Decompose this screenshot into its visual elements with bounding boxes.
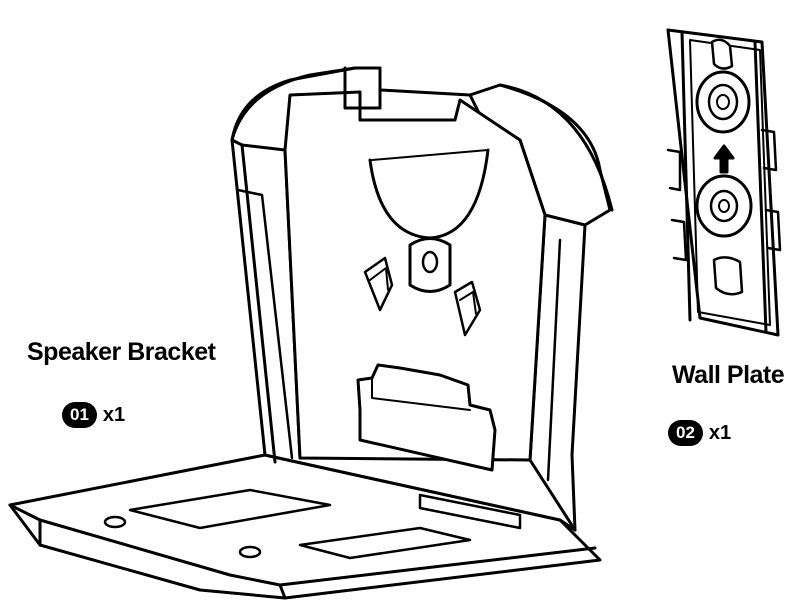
wall-plate-label: Wall Plate [672,361,785,389]
wall-plate-number-badge: 02 [668,420,703,446]
speaker-bracket-label: Speaker Bracket [27,338,216,366]
wall-plate-drawing [666,28,782,337]
speaker-bracket-qty-text: x1 [102,403,126,426]
speaker-bracket-number-badge: 01 [62,402,97,428]
wall-plate-qty-text: x1 [708,421,732,444]
speaker-bracket-drawing [8,66,614,600]
